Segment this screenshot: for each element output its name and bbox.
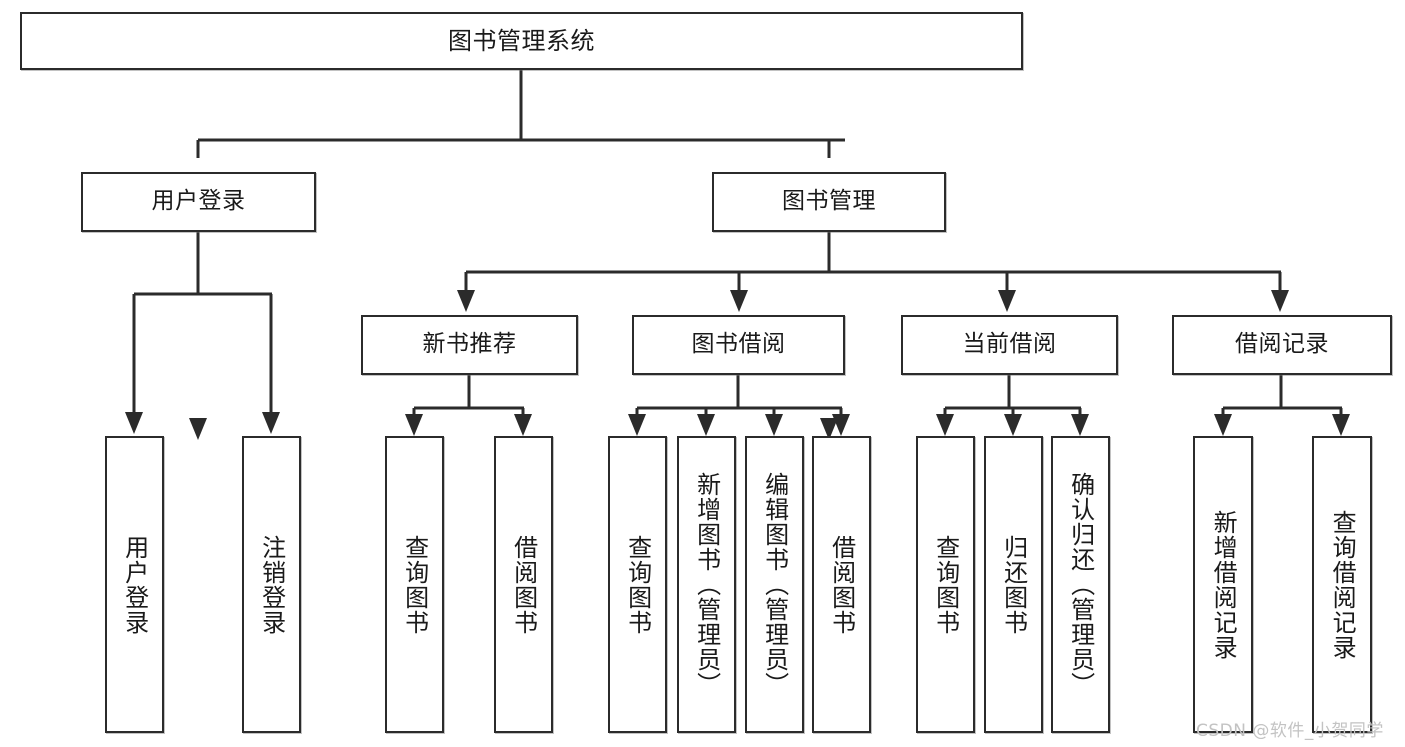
leaf-label: 借阅图书 — [509, 534, 538, 635]
leaf-label: 用户登录 — [120, 534, 149, 635]
leaf-book-borrow-3[interactable]: 编辑图书（管理员） — [745, 436, 804, 733]
leaf-current-borrow-1[interactable]: 查询图书 — [916, 436, 975, 733]
leaf-current-borrow-3[interactable]: 确认归还（管理员） — [1051, 436, 1110, 733]
leaf-book-borrow-2[interactable]: 新增图书（管理员） — [677, 436, 736, 733]
node-current-borrow[interactable]: 当前借阅 — [901, 315, 1118, 375]
leaf-book-borrow-4[interactable]: 借阅图书 — [812, 436, 871, 733]
leaf-new-book-2[interactable]: 借阅图书 — [494, 436, 553, 733]
leaf-borrow-record-1[interactable]: 新增借阅记录 — [1193, 436, 1253, 733]
leaf-new-book-1[interactable]: 查询图书 — [385, 436, 444, 733]
leaf-label: 确认归还（管理员） — [1066, 472, 1095, 697]
leaf-label: 注销登录 — [257, 534, 286, 635]
node-new-book-recommend-label: 新书推荐 — [422, 331, 517, 358]
node-book-borrow[interactable]: 图书借阅 — [632, 315, 845, 375]
leaf-label: 查询图书 — [623, 534, 652, 635]
leaf-label: 查询图书 — [931, 534, 960, 635]
node-borrow-record[interactable]: 借阅记录 — [1172, 315, 1392, 375]
leaf-book-borrow-1[interactable]: 查询图书 — [608, 436, 667, 733]
watermark: CSDN @软件_小贺同学 — [1196, 721, 1384, 741]
leaf-user-login-1[interactable]: 用户登录 — [105, 436, 164, 733]
node-root-label: 图书管理系统 — [448, 26, 595, 55]
leaf-label: 新增图书（管理员） — [692, 472, 721, 697]
node-book-manage[interactable]: 图书管理 — [712, 172, 946, 232]
node-book-manage-label: 图书管理 — [782, 188, 876, 215]
leaf-label: 借阅图书 — [827, 534, 856, 635]
leaf-label: 归还图书 — [999, 534, 1028, 635]
node-user-login-label: 用户登录 — [151, 188, 246, 215]
node-user-login[interactable]: 用户登录 — [81, 172, 316, 232]
leaf-borrow-record-2[interactable]: 查询借阅记录 — [1312, 436, 1372, 733]
leaf-user-login-2[interactable]: 注销登录 — [242, 436, 301, 733]
leaf-label: 新增借阅记录 — [1209, 509, 1238, 660]
leaf-current-borrow-2[interactable]: 归还图书 — [984, 436, 1043, 733]
node-borrow-record-label: 借阅记录 — [1235, 331, 1329, 358]
leaf-label: 查询图书 — [400, 534, 429, 635]
node-root[interactable]: 图书管理系统 — [20, 12, 1023, 70]
leaf-label: 查询借阅记录 — [1328, 509, 1357, 660]
node-new-book-recommend[interactable]: 新书推荐 — [361, 315, 578, 375]
leaf-label: 编辑图书（管理员） — [760, 472, 789, 697]
node-book-borrow-label: 图书借阅 — [691, 331, 786, 358]
node-current-borrow-label: 当前借阅 — [962, 331, 1057, 358]
